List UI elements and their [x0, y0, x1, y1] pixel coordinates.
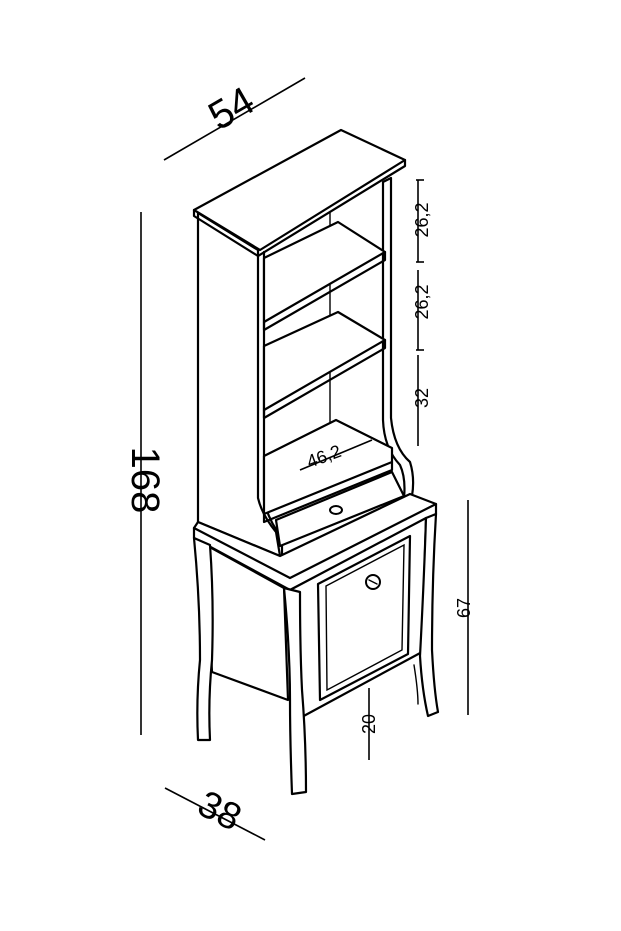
dim-cabinet-height-label: 67	[454, 598, 474, 618]
leg-back	[413, 664, 419, 705]
leg-left-front	[192, 536, 214, 742]
hutch-top-front-edge	[192, 158, 407, 258]
cabinet-door-panel	[325, 543, 405, 692]
drawer-knob-icon	[329, 505, 343, 515]
dimension-lines	[140, 77, 469, 841]
cabinet-door	[316, 534, 412, 702]
dim-shelf-middle-label: 26,2	[412, 284, 432, 319]
dim-shelf-lower-label: 32	[412, 388, 432, 408]
dim-line-inner-width	[299, 439, 373, 471]
dim-shelf-top-label: 26,2	[412, 202, 432, 237]
hutch-left-side	[196, 211, 282, 558]
hutch-shelf-2	[262, 310, 387, 412]
base-cabinet	[192, 492, 440, 796]
dim-height-label: 168	[123, 447, 167, 514]
hutch-bottom-shelf	[262, 418, 394, 516]
dim-line-width	[163, 77, 306, 161]
dim-depth-label: 38	[191, 783, 248, 840]
cabinet-top	[192, 492, 438, 580]
leg-right-front	[418, 512, 440, 718]
dim-line-depth	[164, 787, 266, 841]
leg-center-front	[282, 586, 308, 796]
dim-leg-height-label: 20	[359, 714, 379, 734]
hutch	[192, 128, 415, 558]
dim-width-label: 54	[201, 79, 262, 139]
